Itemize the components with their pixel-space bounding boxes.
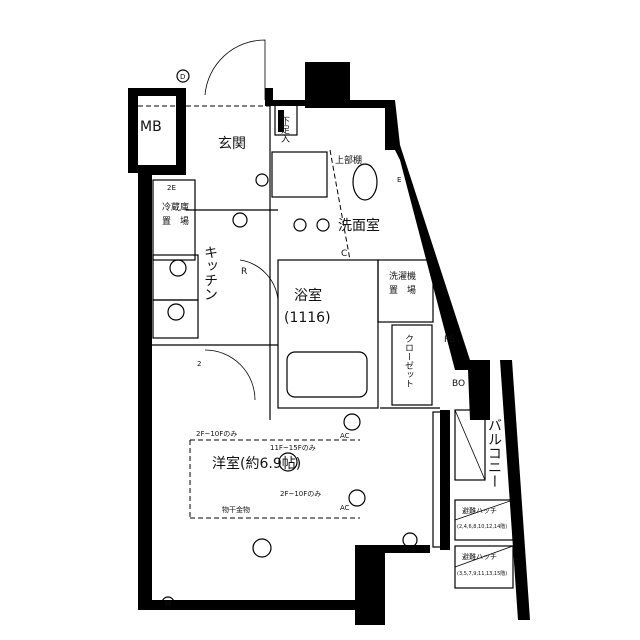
drying-hardware-label: 物干金物 bbox=[222, 505, 250, 514]
bo-label: BO bbox=[452, 379, 465, 389]
interior-lines bbox=[138, 39, 514, 589]
note-2f-10f-top: 2F~10Fのみ bbox=[196, 430, 237, 438]
walls bbox=[128, 62, 530, 625]
mb-label: MB bbox=[140, 119, 162, 135]
ac-bottom-label: AC bbox=[340, 504, 350, 512]
note-11f-15f: 11F~15Fのみ bbox=[270, 444, 316, 452]
outlet-2e-label: 2E bbox=[167, 184, 176, 192]
meter-marker: M bbox=[165, 600, 171, 608]
r-mark-label: R bbox=[241, 267, 247, 277]
bathroom-size-label: (1116) bbox=[284, 310, 331, 326]
kitchen-label: キッチン bbox=[202, 245, 218, 301]
entrance-label: 玄関 bbox=[218, 135, 246, 152]
closet-label: クローゼット bbox=[403, 334, 414, 388]
ac-top-label: AC bbox=[340, 432, 350, 440]
door-marker-circle bbox=[176, 69, 190, 83]
shoe-box-label: 下足入 bbox=[279, 116, 290, 143]
ps-label: PS bbox=[444, 335, 455, 345]
upper-shelf-label: 上部棚 bbox=[335, 154, 362, 166]
outlet-2-label: 2 bbox=[197, 360, 201, 368]
bathroom-label: 浴室 bbox=[294, 287, 322, 304]
closet-c-label: C bbox=[341, 249, 347, 259]
door-marker: D bbox=[180, 73, 185, 81]
washroom-label: 洗面室 bbox=[338, 217, 380, 234]
hatch-2-label: 避難ハッチ bbox=[462, 552, 497, 561]
outlet-e-label: E bbox=[397, 176, 401, 184]
washer-space-label-1: 洗濯機 bbox=[389, 270, 416, 282]
note-2f-10f-bottom: 2F~10Fのみ bbox=[280, 490, 321, 498]
western-room-label: 洋室(約6.9帖) bbox=[212, 455, 301, 472]
fridge-space-label-1: 冷蔵庫 bbox=[162, 201, 189, 213]
meter-marker-circle bbox=[161, 596, 175, 610]
hatch-1-label: 避難ハッチ bbox=[462, 506, 497, 515]
hatch-2-floors: (3,5,7,9,11,13,15階) bbox=[457, 570, 507, 577]
balcony-label: バルコニー bbox=[486, 418, 502, 488]
washer-space-label-2: 置 場 bbox=[389, 284, 416, 296]
hatch-1-floors: (2,4,6,8,10,12,14階) bbox=[457, 523, 507, 530]
fridge-space-label-2: 置 場 bbox=[162, 215, 189, 227]
